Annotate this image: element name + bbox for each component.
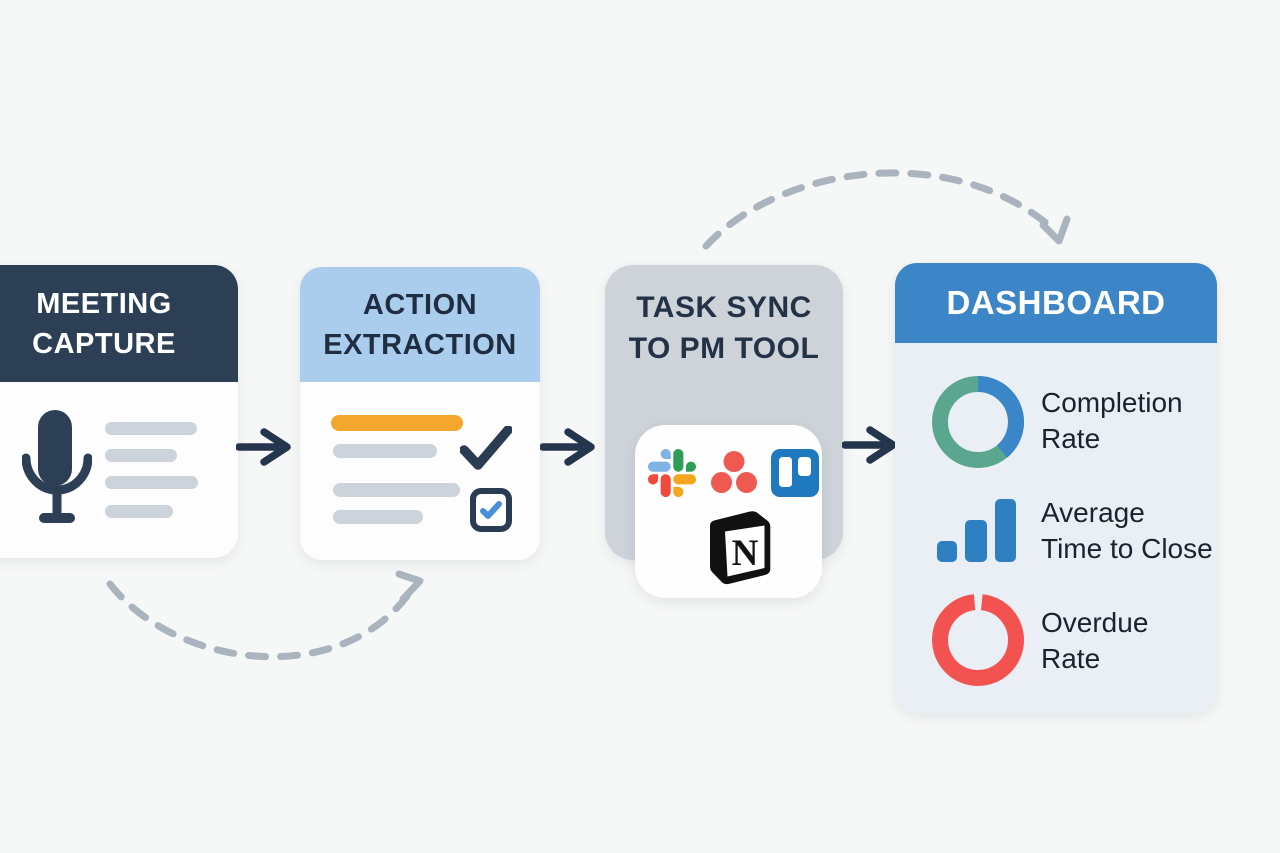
- card-title-line: CAPTURE: [32, 327, 176, 360]
- card-title-line: MEETING: [36, 287, 172, 320]
- card-dashboard: DASHBOARD Completion Rate Average Time t…: [895, 263, 1217, 713]
- microphone-icon: [22, 410, 92, 523]
- completion-donut-chart-icon: [932, 376, 1024, 468]
- label-line: Time to Close: [1041, 533, 1213, 564]
- flow-arrow-2: [540, 428, 595, 466]
- card-title-line: ACTION: [362, 288, 478, 321]
- transcript-line: [105, 449, 177, 462]
- transcript-line: [105, 422, 197, 435]
- time-to-close-bar-chart-icon: [937, 499, 1016, 562]
- checkbox-checked-icon: [470, 488, 512, 532]
- card-title: DASHBOARD: [946, 284, 1166, 321]
- overdue-rate-label: Overdue Rate: [1041, 605, 1148, 677]
- meeting-capture-header: MEETING CAPTURE: [0, 265, 238, 382]
- label-line: Overdue: [1041, 607, 1149, 638]
- text-line: [333, 510, 423, 524]
- top-dashed-arc: [702, 169, 1056, 250]
- card-action-extraction: ACTION EXTRACTION: [300, 267, 540, 560]
- svg-text:N: N: [732, 533, 759, 574]
- label-line: Average: [1041, 497, 1145, 528]
- slack-icon: [648, 449, 696, 497]
- label-line: Completion: [1041, 387, 1183, 418]
- dashboard-header: DASHBOARD: [895, 263, 1217, 343]
- text-line: [333, 483, 460, 497]
- label-line: Rate: [1041, 643, 1101, 674]
- average-time-to-close-label: Average Time to Close: [1041, 495, 1213, 567]
- asana-icon: [711, 451, 757, 493]
- bottom-arc-arrowhead-icon: [395, 570, 424, 603]
- overdue-donut-chart-icon: [932, 594, 1024, 686]
- action-extraction-header: ACTION EXTRACTION: [300, 267, 540, 382]
- card-task-sync: TASK SYNC TO PM TOOL: [605, 265, 843, 598]
- notion-icon: N: [710, 511, 771, 585]
- completion-rate-label: Completion Rate: [1041, 385, 1183, 457]
- text-line: [333, 444, 437, 458]
- card-title-line: TASK SYNC: [636, 291, 812, 324]
- transcript-line: [105, 505, 173, 518]
- flow-arrow-3: [842, 426, 897, 464]
- transcript-line: [105, 476, 198, 489]
- card-title-line: EXTRACTION: [323, 328, 517, 361]
- pm-tools-panel: N: [635, 425, 822, 598]
- flow-arrow-1: [236, 428, 291, 466]
- checkbox-check-glyph: [480, 500, 502, 519]
- checkmark-icon: [460, 426, 512, 470]
- card-meeting-capture: MEETING CAPTURE: [0, 265, 238, 558]
- card-title-line: TO PM TOOL: [628, 332, 820, 365]
- trello-icon: [771, 449, 819, 497]
- highlighted-action-line: [331, 415, 463, 431]
- label-line: Rate: [1041, 423, 1101, 454]
- bottom-dashed-arc: [106, 580, 414, 661]
- task-sync-title: TASK SYNC TO PM TOOL: [605, 287, 843, 369]
- top-arc-arrowhead-icon: [1039, 215, 1071, 245]
